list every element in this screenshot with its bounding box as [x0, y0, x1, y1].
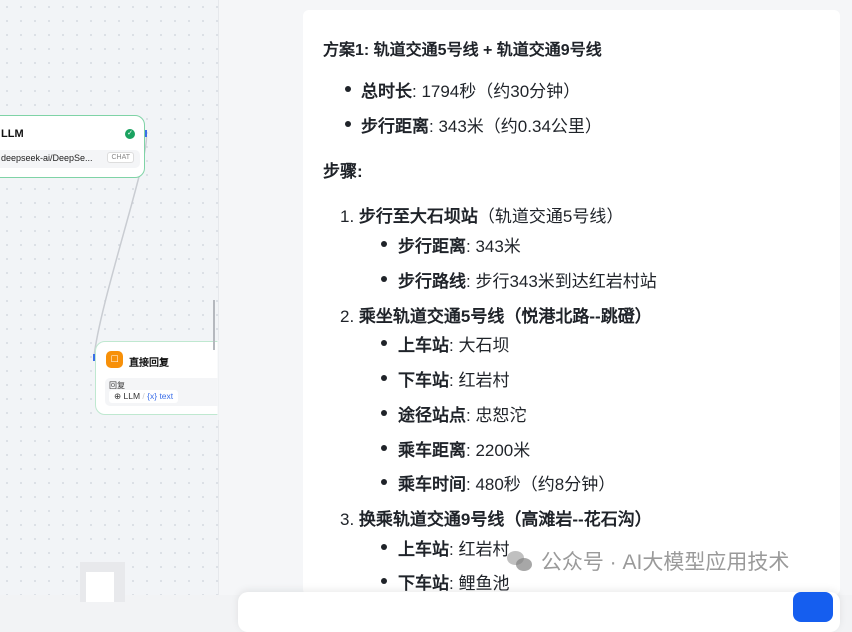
watermark: 公众号 · AI大模型应用技术 — [505, 546, 789, 576]
wechat-icon — [505, 549, 535, 573]
llm-node[interactable]: LLM ✓ deepseek-ai/DeepSe... CHAT — [0, 115, 145, 178]
step-detail: 步行距离: 343米 — [398, 237, 521, 256]
variable-node: LLM — [123, 391, 141, 401]
step-1: 1. 步行至大石坝站（轨道交通5号线） — [340, 207, 624, 226]
step-detail: 途径站点: 忠恕沱 — [398, 406, 527, 425]
steps-title: 步骤: — [323, 162, 363, 181]
summary-item: 总时长: 1794秒（约30分钟） — [361, 82, 581, 101]
bullet-icon — [345, 121, 351, 127]
bullet-icon — [381, 445, 387, 451]
step-detail: 乘车距离: 2200米 — [398, 441, 531, 460]
bullet-icon — [381, 241, 387, 247]
bullet-icon — [381, 479, 387, 485]
success-check-icon: ✓ — [125, 129, 135, 139]
assistant-message: 方案1: 轨道交通5号线 + 轨道交通9号线 总时长: 1794秒（约30分钟）… — [303, 10, 840, 595]
plan-title: 方案1: 轨道交通5号线 + 轨道交通9号线 — [323, 42, 602, 59]
bullet-icon — [345, 86, 351, 92]
workflow-canvas[interactable]: LLM ✓ deepseek-ai/DeepSe... CHAT ☐ 直接回复 … — [0, 0, 273, 602]
send-button[interactable] — [793, 592, 833, 622]
bullet-icon — [381, 340, 387, 346]
model-selector[interactable]: deepseek-ai/DeepSe... — [0, 150, 140, 168]
edge-connector — [93, 130, 148, 361]
chat-badge: CHAT — [107, 152, 134, 163]
minimap[interactable] — [80, 562, 125, 602]
step-detail: 乘车时间: 480秒（约8分钟） — [398, 475, 616, 494]
step-detail: 下车站: 鲤鱼池 — [398, 574, 510, 593]
bullet-icon — [381, 544, 387, 550]
llm-node-title: LLM — [1, 128, 24, 140]
step-detail: 上车站: 红岩村 — [398, 540, 510, 559]
step-detail: 下车站: 红岩村 — [398, 371, 510, 390]
variable-tag[interactable]: ⊕ LLM / {x} text — [109, 390, 179, 403]
step-2: 2. 乘坐轨道交通5号线（悦港北路--跳磴） — [340, 307, 652, 326]
bullet-icon — [381, 276, 387, 282]
scrollbar[interactable] — [213, 300, 215, 350]
step-detail: 上车站: 大石坝 — [398, 336, 510, 355]
bullet-icon — [381, 410, 387, 416]
reply-node-title: 直接回复 — [129, 358, 169, 369]
reply-icon: ☐ — [106, 351, 123, 368]
step-detail: 步行路线: 步行343米到达红岩村站 — [398, 272, 657, 291]
bullet-icon — [381, 375, 387, 381]
summary-item: 步行距离: 343米（约0.34公里） — [361, 117, 602, 136]
bullet-icon — [381, 578, 387, 584]
variable-name: {x} text — [147, 391, 174, 401]
chat-input[interactable] — [238, 592, 840, 632]
panel-overlay — [217, 340, 275, 420]
reply-field-label: 回复 — [109, 381, 125, 390]
model-name: deepseek-ai/DeepSe... — [1, 153, 93, 163]
step-3: 3. 换乘轨道交通9号线（高滩岩--花石沟） — [340, 510, 652, 529]
